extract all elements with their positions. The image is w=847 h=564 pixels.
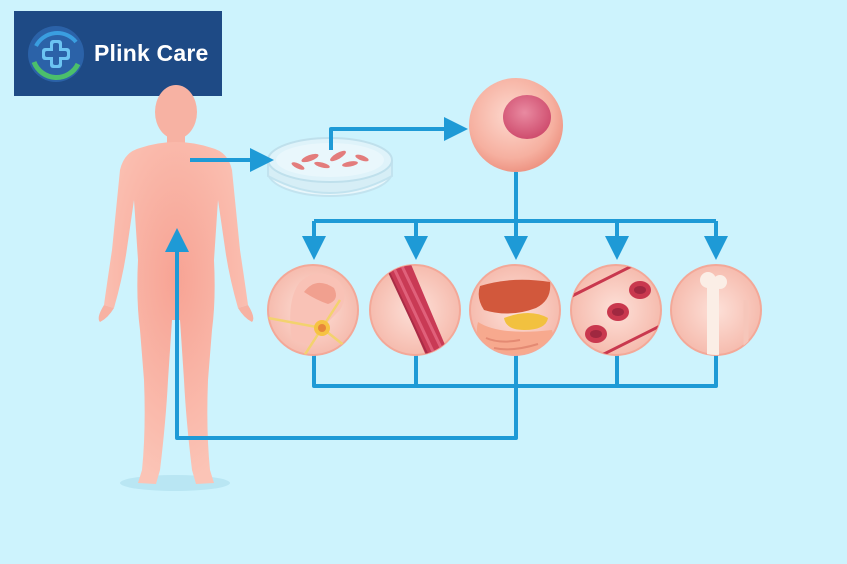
stem-cell-icon <box>469 78 563 172</box>
muscle-node <box>370 261 460 360</box>
digestive-organs-node <box>470 265 560 355</box>
blood-cells-node <box>571 262 664 358</box>
nerve-cells-node <box>268 265 358 356</box>
bone-node <box>671 265 761 362</box>
